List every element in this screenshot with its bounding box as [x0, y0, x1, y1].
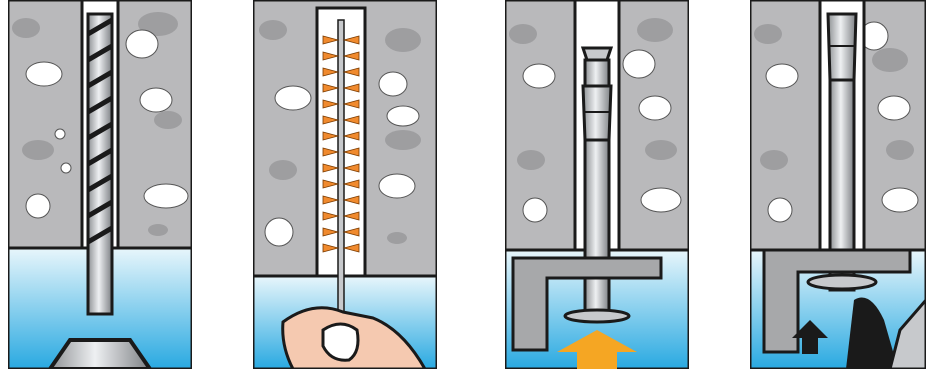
hand-icon [281, 306, 427, 369]
washer-nut [563, 308, 631, 324]
concrete-aggregate [12, 12, 182, 236]
angle-bracket [511, 256, 663, 352]
washer-nut [806, 273, 878, 291]
concrete-pores [25, 29, 189, 219]
angle-bracket [762, 248, 912, 354]
cleaning-brush-icon [322, 19, 360, 351]
step-2-brush-panel [253, 0, 437, 369]
tighten-anchor-icon [846, 297, 926, 369]
drill-bit-icon [47, 12, 153, 369]
drill-chuck [47, 338, 153, 369]
step-1-drill-panel [8, 0, 192, 369]
tighten-arrow-icon [792, 320, 828, 354]
anchor-bolt-icon [826, 12, 858, 292]
step-4-tighten-panel [750, 0, 926, 369]
step-3-insert-panel [505, 0, 689, 369]
insert-arrow-icon [557, 330, 637, 369]
